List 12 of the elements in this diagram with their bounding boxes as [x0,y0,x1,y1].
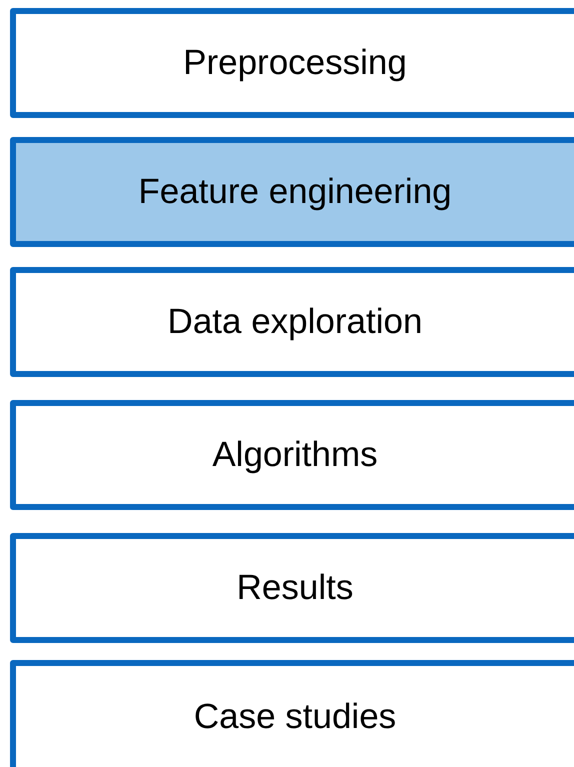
stage-label: Preprocessing [183,43,407,83]
stage-label: Case studies [194,697,396,737]
stage-label: Algorithms [212,435,378,475]
stage-box [10,533,574,643]
stage-box [10,267,574,377]
stage-box [10,400,574,510]
stage-box [10,660,574,767]
stage-box [10,8,574,118]
stage-label: Data exploration [168,302,422,342]
stage-label: Feature engineering [138,172,452,212]
stage-box [10,137,574,247]
stage-label: Results [236,568,354,608]
